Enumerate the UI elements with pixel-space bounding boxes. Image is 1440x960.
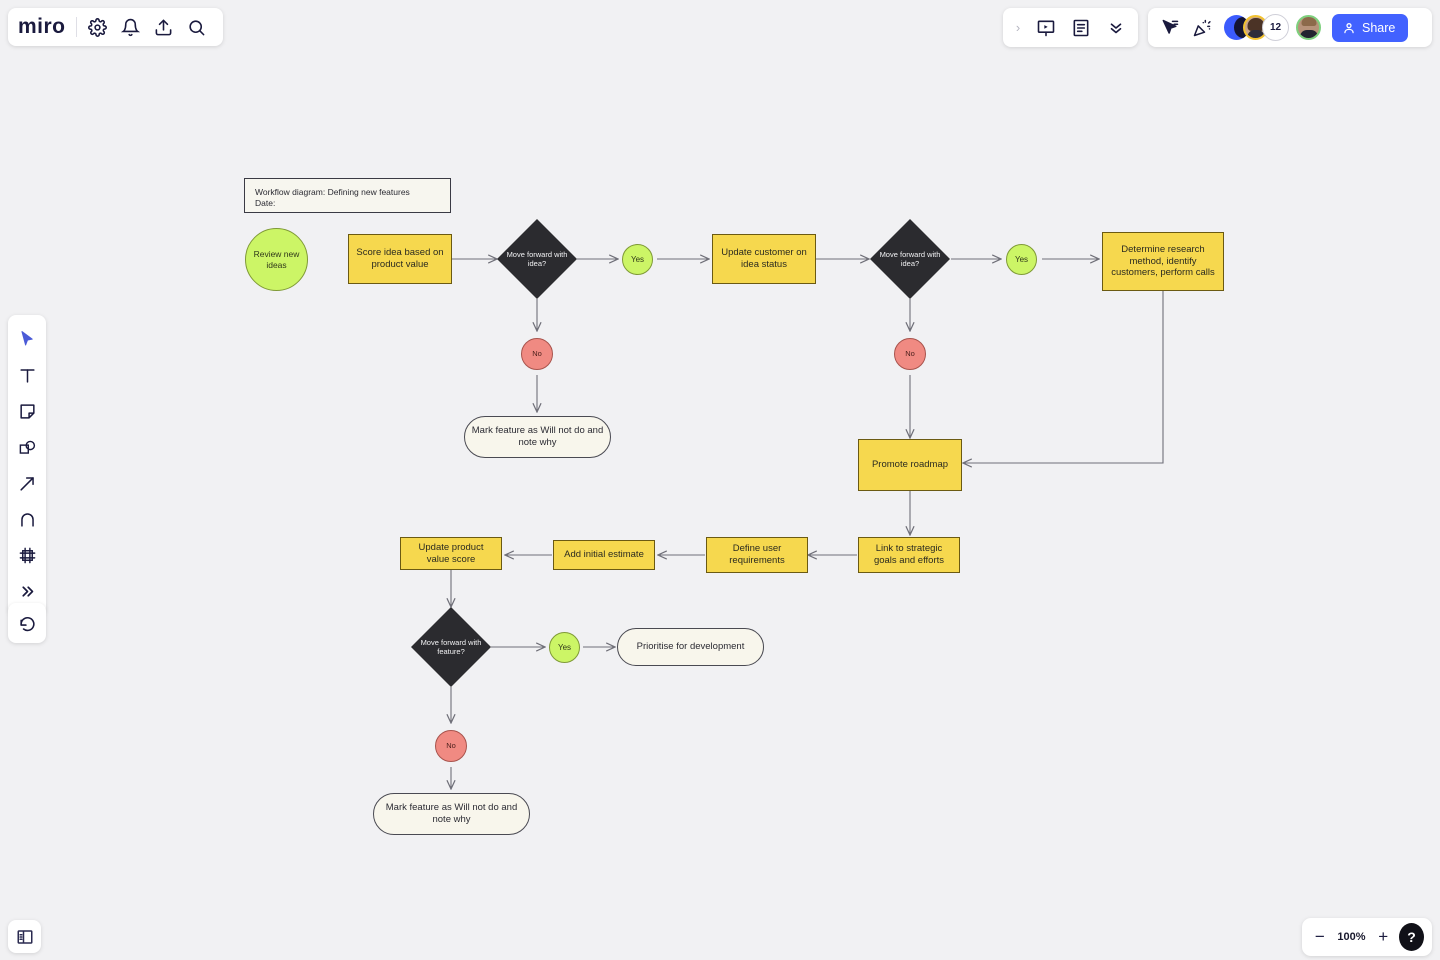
top-left-toolbar: miro	[8, 8, 223, 46]
more-tools-icon[interactable]	[11, 575, 43, 607]
shapes-tool[interactable]	[11, 431, 43, 463]
share-button[interactable]: Share	[1332, 13, 1409, 42]
presentation-icon[interactable]	[1032, 14, 1060, 42]
upload-icon[interactable]	[147, 10, 180, 44]
left-tool-rail	[8, 315, 46, 615]
node-yes-2[interactable]: Yes	[1006, 244, 1037, 275]
node-determine-research-method[interactable]: Determine research method, identify cust…	[1102, 232, 1224, 291]
node-promote-roadmap[interactable]: Promote roadmap	[858, 439, 962, 491]
pen-tool[interactable]	[11, 503, 43, 535]
collaborator-count-badge[interactable]: 12	[1262, 14, 1289, 41]
collaborator-avatars[interactable]: 12	[1224, 14, 1321, 41]
node-score-idea[interactable]: Score idea based on product value	[348, 234, 452, 284]
node-define-user-requirements[interactable]: Define user requirements	[706, 537, 808, 573]
avatar-photo-2[interactable]	[1296, 15, 1321, 40]
node-no-3[interactable]: No	[435, 730, 467, 762]
arrow-tool[interactable]	[11, 467, 43, 499]
node-update-product-value-score[interactable]: Update product value score	[400, 537, 502, 570]
avatar-photo-1[interactable]	[1243, 15, 1268, 40]
text-tool[interactable]	[11, 359, 43, 391]
zoom-out-button[interactable]: −	[1314, 927, 1325, 946]
search-icon[interactable]	[180, 10, 213, 44]
settings-icon[interactable]	[80, 10, 113, 44]
sticky-note-tool[interactable]	[11, 395, 43, 427]
board-title-card[interactable]: Workflow diagram: Defining new features …	[244, 178, 451, 213]
board-title-line2: Date:	[255, 197, 276, 208]
share-button-label: Share	[1362, 20, 1396, 35]
node-mark-will-not-do-1[interactable]: Mark feature as Will not do and note why	[464, 416, 611, 458]
collapse-chevrons-icon[interactable]	[1102, 14, 1130, 42]
node-link-strategic-goals[interactable]: Link to strategic goals and efforts	[858, 537, 960, 573]
board-title-line1: Workflow diagram: Defining new features	[255, 187, 410, 197]
undo-button[interactable]	[11, 607, 43, 639]
toolbar-divider	[75, 17, 77, 37]
expand-chevron-icon[interactable]: ›	[1015, 20, 1021, 35]
notifications-icon[interactable]	[114, 10, 147, 44]
top-right-toolbar-primary: ›	[1003, 8, 1138, 47]
celebrate-icon[interactable]	[1188, 14, 1216, 42]
help-button[interactable]: ?	[1399, 923, 1424, 951]
zoom-in-button[interactable]: +	[1378, 927, 1389, 946]
undo-rail	[8, 603, 46, 643]
top-right-toolbar-collab: 12 Share	[1148, 8, 1432, 47]
node-mark-will-not-do-2[interactable]: Mark feature as Will not do and note why	[373, 793, 530, 835]
zoom-level-label: 100%	[1337, 931, 1366, 943]
document-icon[interactable]	[1067, 14, 1095, 42]
panel-toggle-button[interactable]	[8, 920, 41, 953]
node-yes-3[interactable]: Yes	[549, 632, 580, 663]
node-yes-1[interactable]: Yes	[622, 244, 653, 275]
node-no-2[interactable]: No	[894, 338, 926, 370]
zoom-controls: − 100% + ?	[1302, 918, 1432, 956]
node-prioritise-for-development[interactable]: Prioritise for development	[617, 628, 764, 666]
node-add-initial-estimate[interactable]: Add initial estimate	[553, 540, 655, 570]
miro-logo[interactable]: miro	[18, 15, 66, 38]
node-review-new-ideas[interactable]: Review new ideas	[245, 228, 308, 291]
node-update-customer[interactable]: Update customer on idea status	[712, 234, 816, 284]
frame-tool[interactable]	[11, 539, 43, 571]
cursor-share-icon[interactable]	[1156, 14, 1184, 42]
select-tool[interactable]	[11, 323, 43, 355]
node-no-1[interactable]: No	[521, 338, 553, 370]
